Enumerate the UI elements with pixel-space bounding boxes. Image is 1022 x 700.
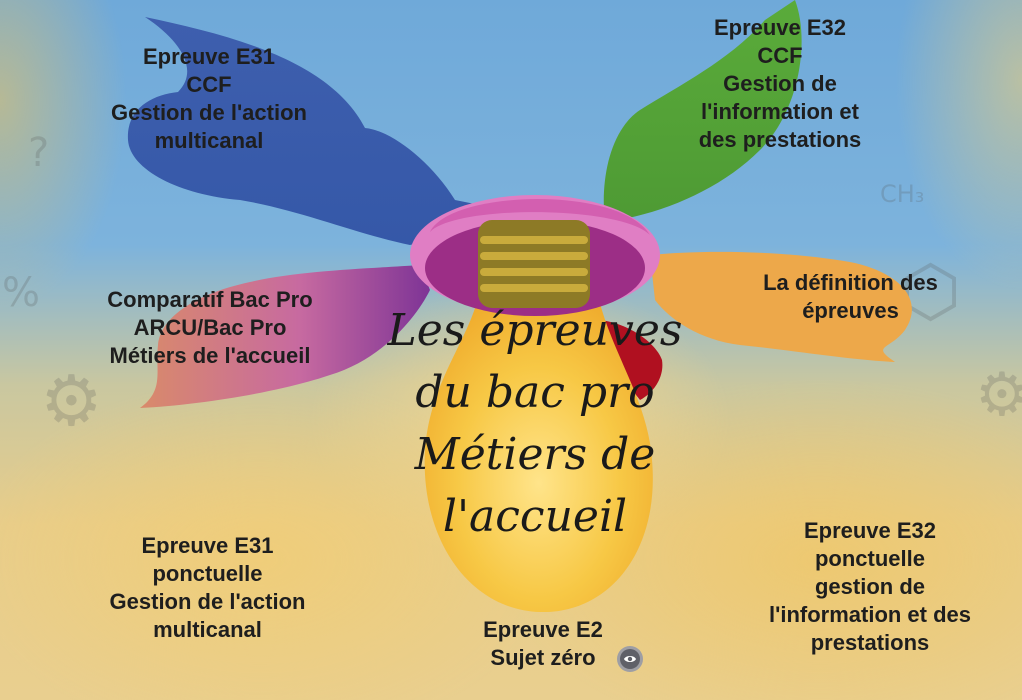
question-mark-icon: ? <box>28 130 50 176</box>
topic-line: Gestion de l'action <box>111 100 307 125</box>
green-petal <box>603 0 802 222</box>
blue-petal <box>127 17 480 245</box>
purple-petal <box>140 265 430 408</box>
topic-line: ponctuelle <box>814 546 925 571</box>
topic-e31-ccf[interactable]: Epreuve E31 CCF Gestion de l'action mult… <box>98 43 320 155</box>
flask-icon: CH₃ <box>880 180 925 208</box>
topic-e2[interactable]: Epreuve E2 Sujet zéro <box>470 616 616 672</box>
topic-e31-ponctuelle[interactable]: Epreuve E31 ponctuelle Gestion de l'acti… <box>95 532 320 644</box>
topic-line: Sujet zéro <box>490 645 596 670</box>
topic-line: Epreuve E31 <box>142 44 276 69</box>
bulb-glass <box>424 290 653 613</box>
topic-line: multicanal <box>154 128 264 153</box>
topic-line: Gestion de l'action <box>109 589 306 614</box>
topic-line: prestations <box>810 630 930 655</box>
topic-line: multicanal <box>153 617 262 642</box>
topic-line: CCF <box>757 43 803 68</box>
percent-icon: % <box>2 270 41 316</box>
topic-line: La définition des <box>763 270 938 295</box>
topic-line: Epreuve E2 <box>483 617 603 642</box>
screw-base <box>478 220 590 308</box>
topic-line: gestion de <box>814 574 925 599</box>
title-line: Les épreuves <box>387 305 683 356</box>
topic-line: l'information et <box>700 99 859 124</box>
topic-line: Comparatif Bac Pro <box>107 287 313 312</box>
orange-petal <box>650 251 912 362</box>
title-line: du bac pro <box>415 367 655 418</box>
topic-line: l'information et des <box>768 602 972 627</box>
topic-line: Métiers de l'accueil <box>109 343 311 368</box>
topic-definition[interactable]: La définition des épreuves <box>748 269 953 325</box>
gear-icon: ⚙ <box>975 360 1022 430</box>
gear-icon: ⚙ <box>40 360 103 442</box>
title-line: Métiers de <box>414 429 656 480</box>
title-line: l'accueil <box>442 491 628 542</box>
eye-icon[interactable] <box>617 646 643 672</box>
topic-line: ARCU/Bac Pro <box>133 315 287 340</box>
topic-line: des prestations <box>698 127 862 152</box>
topic-e32-ponctuelle[interactable]: Epreuve E32 ponctuelle gestion de l'info… <box>750 517 990 657</box>
topic-line: Epreuve E31 <box>141 533 274 558</box>
topic-line: ponctuelle <box>152 561 263 586</box>
socket-top <box>430 198 650 235</box>
topic-line: Gestion de <box>723 71 837 96</box>
topic-line: CCF <box>186 72 232 97</box>
topic-line: Epreuve E32 <box>803 518 937 543</box>
topic-line: Epreuve E32 <box>713 15 847 40</box>
presentation-title: Les épreuves du bac pro Métiers de l'acc… <box>385 300 685 548</box>
topic-e32-ccf[interactable]: Epreuve E32 CCF Gestion de l'information… <box>680 14 880 154</box>
topic-comparatif[interactable]: Comparatif Bac Pro ARCU/Bac Pro Métiers … <box>90 286 330 370</box>
topic-line: épreuves <box>802 298 899 323</box>
